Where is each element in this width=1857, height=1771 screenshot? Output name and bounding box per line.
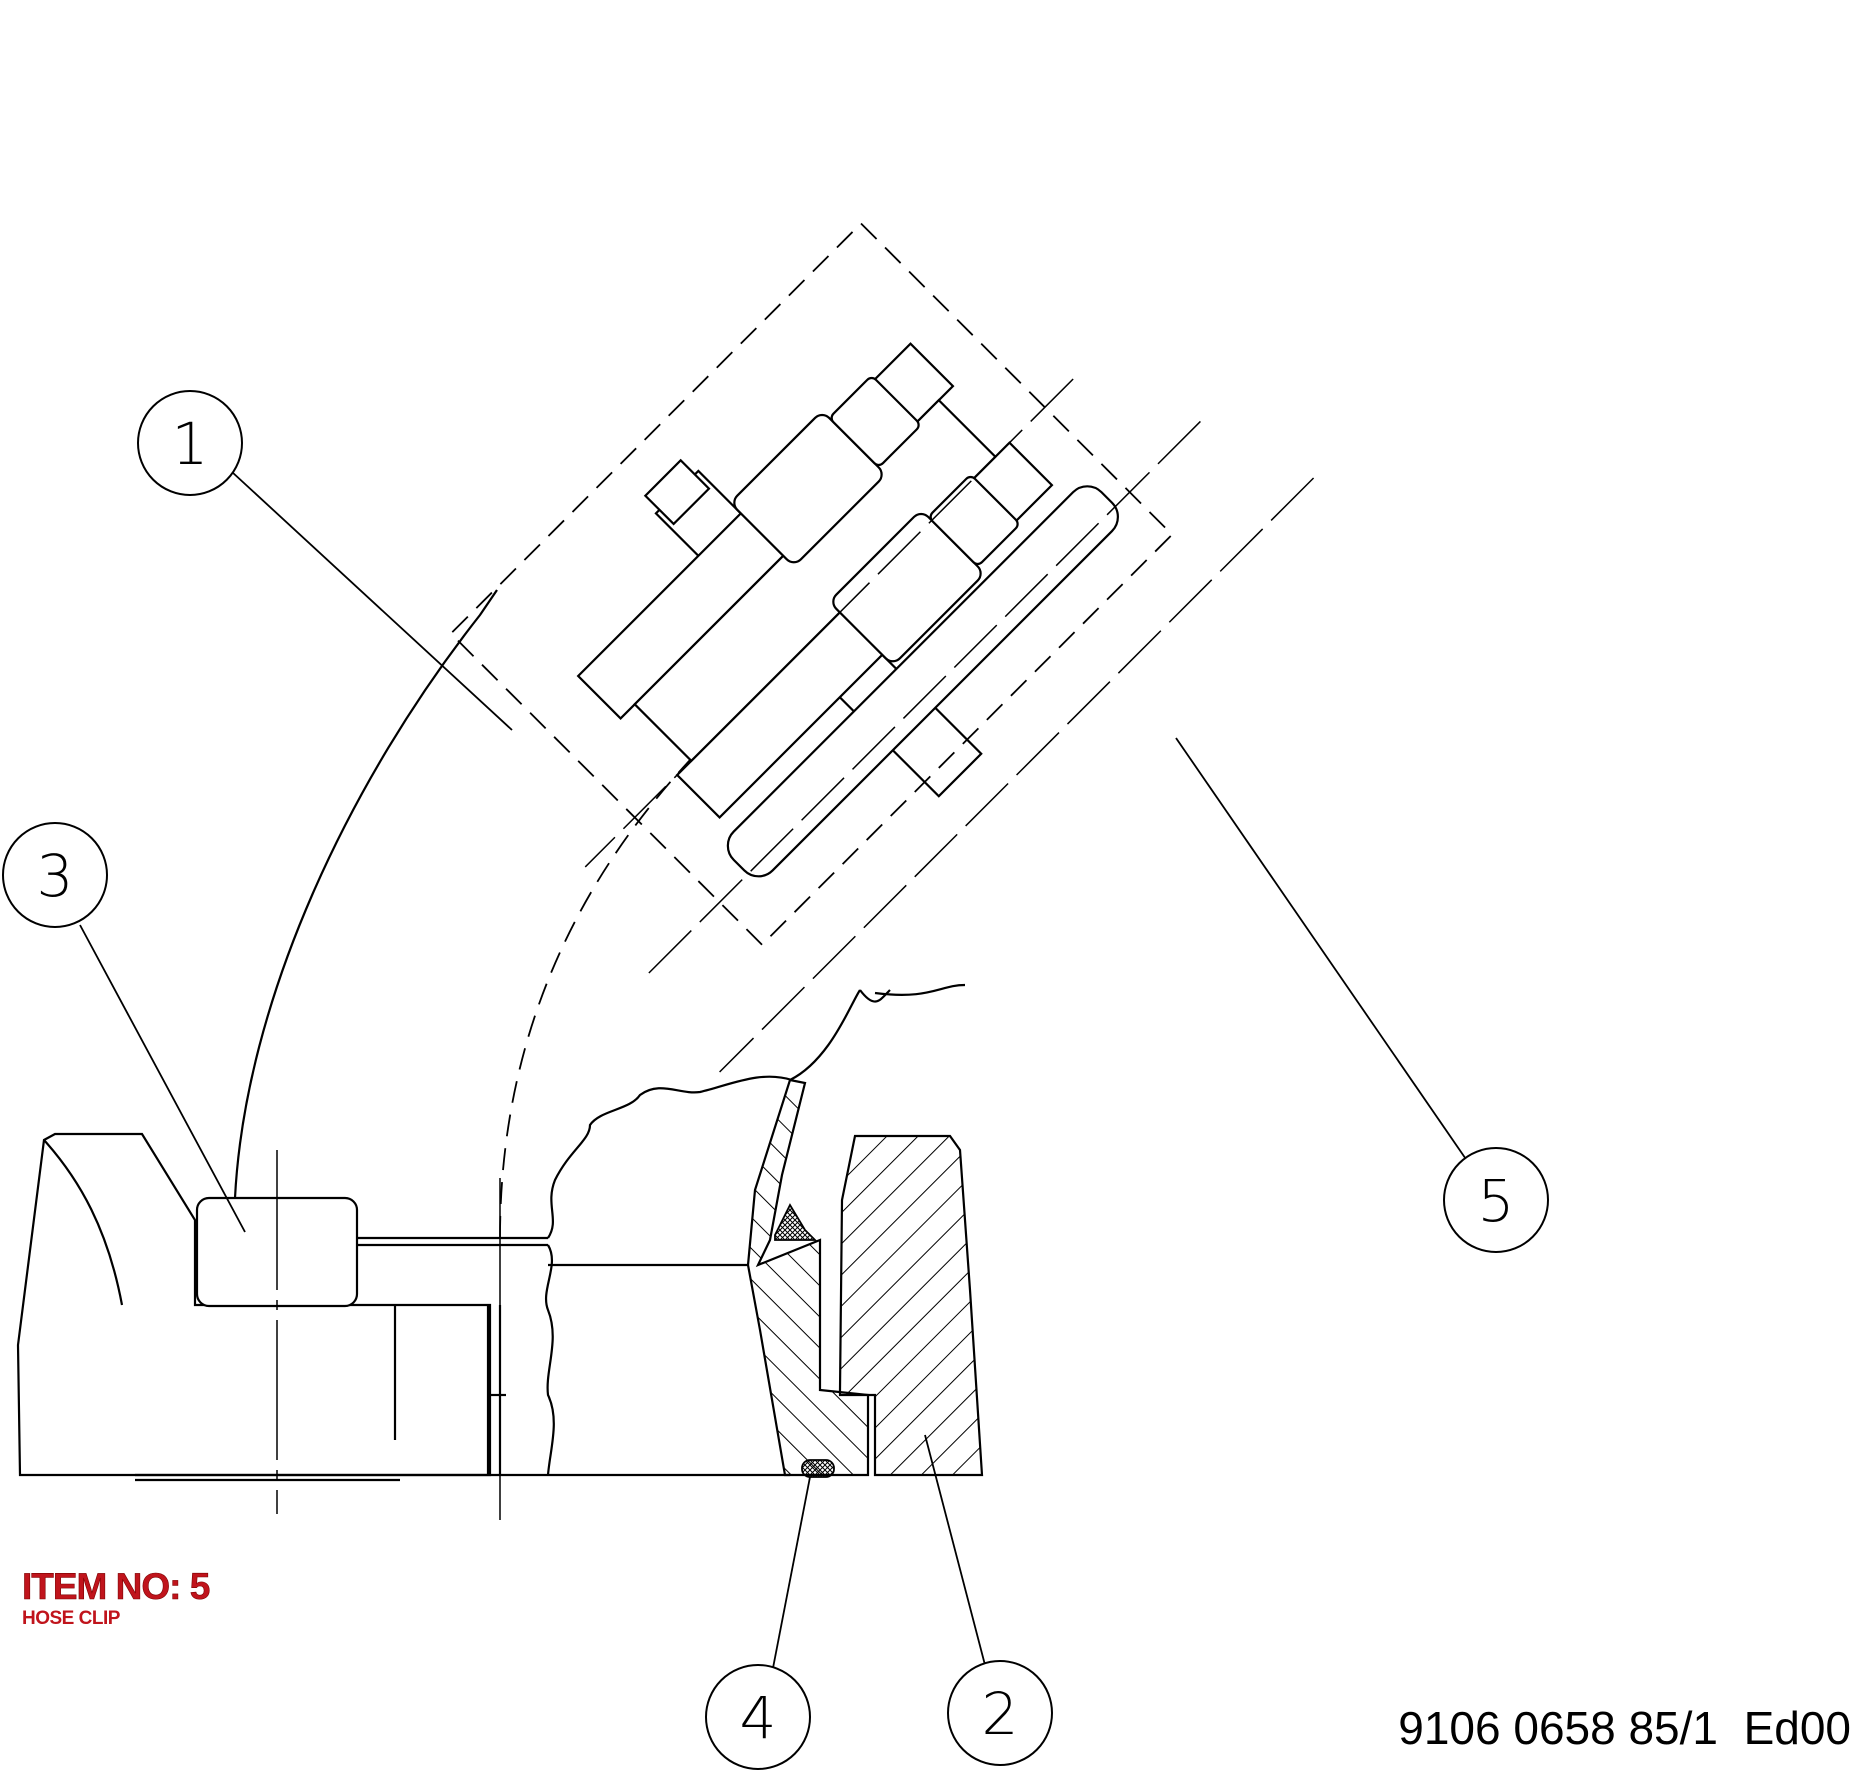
callout-1-label: 1 bbox=[172, 410, 209, 478]
callout-5-label: 5 bbox=[1478, 1167, 1515, 1235]
callout-4-label: 4 bbox=[740, 1684, 777, 1752]
leader-lines bbox=[79, 471, 1471, 1669]
leader-3 bbox=[79, 924, 246, 1233]
callout-3-label: 3 bbox=[37, 842, 74, 910]
leader-5 bbox=[1175, 737, 1471, 1166]
item-description: HOSE CLIP bbox=[22, 1608, 120, 1629]
coupling-base bbox=[16, 1132, 790, 1482]
leader-4 bbox=[772, 1476, 811, 1669]
callout-4: 4 bbox=[705, 1664, 811, 1770]
leader-1 bbox=[231, 471, 513, 731]
leader-2 bbox=[924, 1434, 986, 1666]
breakout-section bbox=[545, 1075, 793, 1476]
elbow-hidden-line bbox=[499, 759, 691, 1239]
item-number-label: ITEM NO: 5 bbox=[22, 1566, 211, 1607]
callout-2-label: 2 bbox=[982, 1680, 1019, 1748]
callout-5: 5 bbox=[1443, 1147, 1549, 1253]
o-ring-seal bbox=[774, 1203, 835, 1478]
callout-2: 2 bbox=[947, 1660, 1053, 1766]
callout-3: 3 bbox=[2, 822, 108, 928]
callout-1: 1 bbox=[137, 390, 243, 496]
elbow-pipe bbox=[233, 589, 966, 1199]
nut-section bbox=[746, 989, 984, 1477]
hose-clip-assembly bbox=[449, 222, 1315, 1073]
document-number: 9106 0658 85/1 Ed00 bbox=[1398, 1702, 1851, 1754]
